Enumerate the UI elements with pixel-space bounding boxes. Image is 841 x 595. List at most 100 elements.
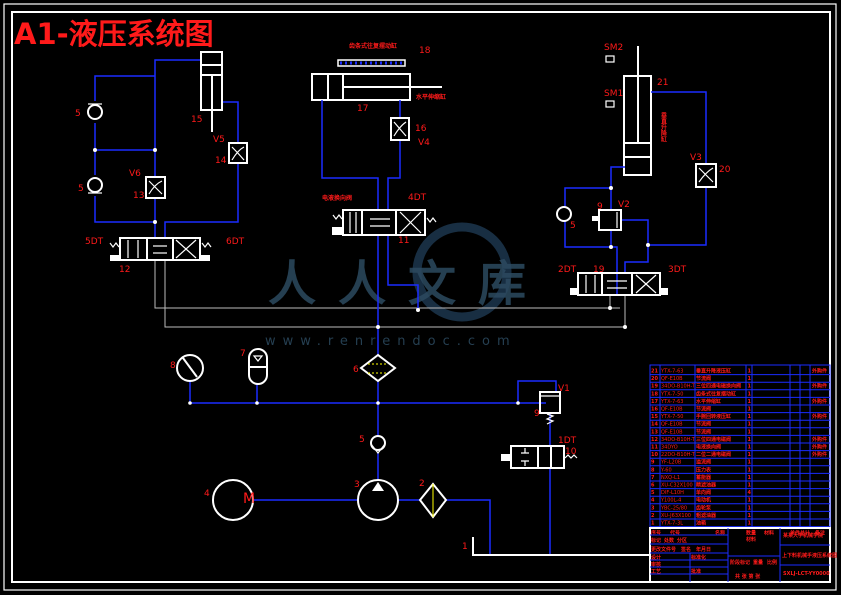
- tb-sign: 签名: [680, 546, 691, 553]
- vertical-circuit: SM2 SM1 21 垂直升降缸 V3 20 9 V2 5 2DT 19 3DT: [556, 43, 731, 296]
- label-8: 8: [170, 361, 176, 371]
- parts-cell-qty: 1: [748, 445, 752, 451]
- parts-cell-code: QF-E10B: [661, 376, 683, 382]
- motor-4: [212, 479, 254, 521]
- parts-cell-qty: 1: [748, 376, 752, 382]
- sensor-sm2: [605, 55, 615, 63]
- horizontal-circuit: 齿条式往复摆动缸 18 17 水平伸缩缸 16 V4 电液换向阀 4DT 11: [311, 42, 446, 246]
- parts-cell-name: 蓄能器: [696, 474, 712, 481]
- parts-cell-code: YTX-7-63: [660, 399, 683, 405]
- label-5a: 5: [75, 109, 81, 119]
- label-v2: V2: [618, 200, 630, 210]
- tb-standard: 标准化: [690, 554, 706, 561]
- label-11: 11: [398, 236, 409, 246]
- parts-cell-qty: 1: [748, 391, 752, 397]
- parts-cell-no: 4: [651, 498, 655, 504]
- label-19: 19: [593, 265, 605, 275]
- parts-cell-no: 7: [651, 475, 655, 481]
- label-v3: V3: [690, 153, 702, 163]
- solenoid-valve-10: [501, 445, 578, 469]
- relief-valve-v1: [539, 391, 561, 425]
- parts-cell-no: 20: [651, 376, 658, 382]
- throttle-valve-14: [228, 142, 248, 164]
- parts-cell-no: 3: [651, 505, 655, 511]
- parts-cell-qty: 1: [748, 498, 752, 504]
- label-4dt: 4DT: [408, 193, 427, 203]
- oil-tank-1: [472, 537, 650, 556]
- label-v1: V1: [558, 384, 570, 394]
- watermark-url: www.renrendoc.com: [265, 334, 517, 349]
- parts-cell-no: 5: [651, 490, 655, 496]
- pump-3: [357, 479, 399, 521]
- label-5c: 5: [570, 221, 576, 231]
- directional-valve-12: [109, 237, 212, 261]
- parts-cell-code: YBC-25/80: [660, 505, 687, 511]
- parts-cell-name: 油箱: [696, 520, 706, 527]
- parts-cell-qty: 1: [748, 483, 752, 489]
- parts-cell-qty: 1: [748, 475, 752, 481]
- parts-cell-qty: 4: [748, 490, 752, 496]
- parts-cell-name: 齿条式往复摆动缸: [696, 390, 736, 397]
- parts-cell-name: 三位四通电磁换向阀: [696, 383, 741, 390]
- parts-cell-no: 8: [651, 467, 655, 473]
- parts-cell-no: 19: [651, 384, 658, 390]
- parts-cell-name: 节流阀: [696, 428, 711, 435]
- parts-cell-name: 手腕回转液压缸: [696, 413, 731, 420]
- label-21: 21: [657, 78, 668, 88]
- label-5b: 5: [78, 184, 84, 194]
- tb-craft: 工艺: [651, 568, 661, 575]
- parts-cell-name: 齿轮泵: [696, 504, 712, 511]
- label-v6: V6: [129, 169, 141, 179]
- label-11-name: 电液换向阀: [322, 194, 352, 202]
- parts-cell-no: 1: [651, 521, 655, 527]
- parts-cell-no: 6: [651, 483, 655, 489]
- pressure-gauge-8: [176, 354, 204, 382]
- parts-cell-no: 17: [651, 399, 658, 405]
- directional-valve-19: [570, 272, 668, 296]
- tb-material: 材料: [746, 536, 756, 543]
- label-2dt: 2DT: [558, 265, 577, 275]
- parts-cell-qty: 1: [748, 505, 752, 511]
- parts-cell-no: 14: [651, 422, 658, 428]
- parts-cell-code: YTX-7-3L: [660, 521, 683, 527]
- label-10: 10: [565, 447, 577, 457]
- parts-cell-qty: 1: [748, 429, 752, 435]
- parts-cell-no: 21: [651, 369, 658, 375]
- parts-cell-code: Y-60: [660, 467, 672, 473]
- horizontal-cylinder-17: [311, 73, 442, 101]
- tb-check: 审核: [651, 561, 661, 568]
- throttle-valve-16: [390, 117, 410, 141]
- parts-cell-code: 34DO-B10H-T: [661, 384, 696, 390]
- parts-cell-no: 11: [651, 445, 658, 451]
- label-9a: 9: [597, 202, 603, 212]
- label-6: 6: [353, 365, 359, 375]
- sequence-valve-9: [592, 209, 622, 231]
- parts-cell-code: YF-L20B: [660, 460, 682, 466]
- watermark-text: 人人文库: [268, 256, 548, 312]
- parts-cell-note: 外购件: [812, 368, 827, 375]
- parts-cell-code: 22DO-B10H-T: [661, 452, 696, 458]
- tb-school: 某某大学机械学院: [782, 532, 823, 539]
- parts-cell-qty: 1: [748, 407, 752, 413]
- vertical-cylinder-21: [623, 46, 652, 176]
- check-valve-5a: [87, 103, 103, 120]
- parts-cell-code: 34DYO: [661, 445, 678, 451]
- parts-cell-code: QF-E10B: [661, 422, 683, 428]
- parts-cell-code: QF-E10B: [661, 407, 683, 413]
- label-3dt: 3DT: [668, 265, 687, 275]
- tb-weight: 重量: [753, 559, 763, 566]
- coarse-filter-2: [418, 482, 448, 519]
- parts-cell-code: YTX-7-50: [660, 391, 683, 397]
- parts-cell-name: 精滤油器: [696, 482, 717, 489]
- label-17: 17: [357, 104, 368, 114]
- parts-header-name: 名称: [715, 530, 725, 537]
- parts-cell-no: 15: [651, 414, 658, 420]
- wrist-circuit: 15 V5 14 V6 13 5 5 5DT 6DT 12: [75, 51, 248, 275]
- parts-header-total: 总计: [800, 530, 810, 537]
- label-1dt: 1DT: [558, 436, 577, 446]
- tb-drawing-title: 上下料机械手液压系统图: [782, 552, 837, 559]
- parts-header-qty: 数量: [746, 530, 756, 537]
- parts-cell-qty: 1: [748, 437, 752, 443]
- label-16: 16: [415, 124, 427, 134]
- tb-scale: 比例: [767, 559, 777, 566]
